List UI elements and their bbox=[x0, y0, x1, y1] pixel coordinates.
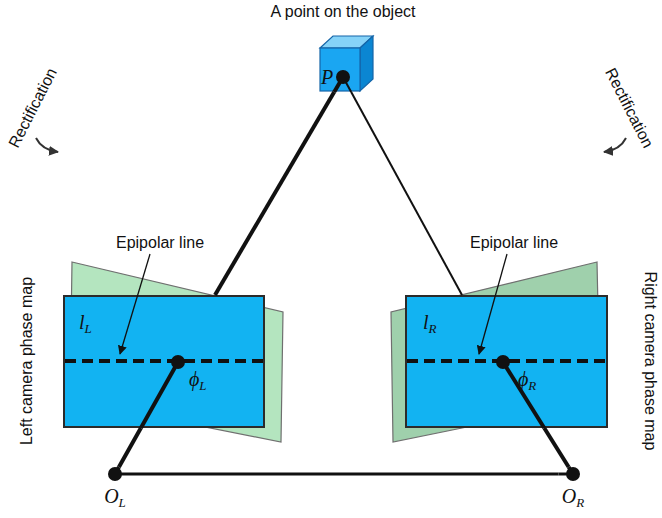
epipolar-symbol: lR bbox=[423, 311, 437, 340]
connector-stub bbox=[503, 362, 544, 428]
projection-line bbox=[119, 428, 141, 467]
phase-point bbox=[496, 355, 510, 369]
rectification-label: Rectification bbox=[601, 65, 657, 151]
camera-center-label: OL bbox=[104, 485, 126, 514]
phase-point bbox=[171, 355, 185, 369]
camera-center bbox=[566, 467, 580, 481]
phase-symbol: ϕR bbox=[518, 368, 536, 397]
point-p bbox=[336, 70, 350, 84]
map-title: Right camera phase map bbox=[641, 272, 659, 451]
camera-center-label: OR bbox=[562, 485, 584, 514]
point-label: P bbox=[321, 66, 333, 88]
projection-line bbox=[544, 428, 568, 467]
leader-line bbox=[479, 254, 507, 354]
projection-line bbox=[351, 92, 462, 295]
object-caption: A point on the object bbox=[271, 3, 416, 21]
projection-line bbox=[215, 92, 334, 295]
rectification-arrow bbox=[604, 138, 626, 152]
callout-label: Epipolar line bbox=[470, 234, 558, 252]
phase-map: Left camera phase maplLϕL bbox=[63, 295, 265, 428]
connector-stub bbox=[141, 362, 178, 428]
callout-label: Epipolar line bbox=[116, 234, 204, 252]
rectification-arrow bbox=[36, 138, 58, 152]
leader-line bbox=[120, 254, 150, 354]
rectification-label: Rectification bbox=[5, 65, 61, 151]
camera-center bbox=[108, 467, 122, 481]
map-title: Left camera phase map bbox=[18, 277, 36, 445]
left-epipolar-line bbox=[65, 359, 263, 363]
phase-symbol: ϕL bbox=[189, 368, 207, 397]
epipolar-symbol: lL bbox=[79, 311, 92, 340]
projection-line bbox=[129, 473, 559, 476]
